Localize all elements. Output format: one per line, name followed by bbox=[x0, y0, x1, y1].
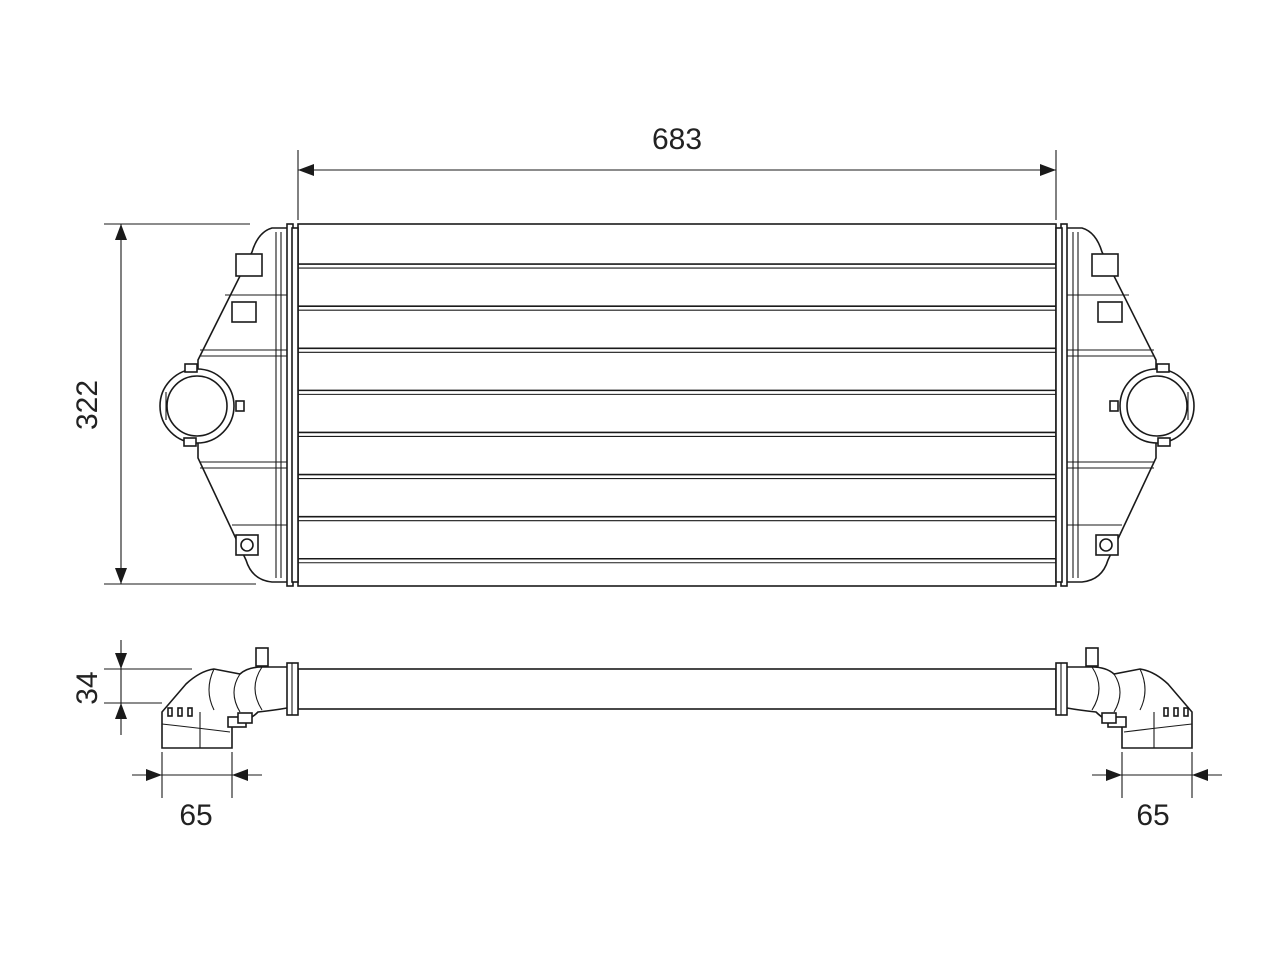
left-offset-dimension: 65 bbox=[132, 752, 262, 832]
left-side-plate-inner bbox=[291, 227, 299, 583]
right-bracket-hole bbox=[1099, 538, 1113, 552]
depth-dimension-label: 34 bbox=[71, 671, 104, 704]
front-view: 683 322 bbox=[71, 123, 1195, 587]
side-view: 34 65 65 bbox=[71, 640, 1222, 832]
left-mounting-bracket-bottom bbox=[235, 534, 259, 556]
right-side-plate-inner bbox=[1055, 227, 1063, 583]
width-dimension: 683 bbox=[297, 123, 1057, 220]
left-bracket-hole bbox=[240, 538, 254, 552]
right-tank-side bbox=[1066, 647, 1193, 749]
right-offset-dimension: 65 bbox=[1092, 752, 1222, 832]
left-offset-label: 65 bbox=[179, 799, 212, 832]
width-dimension-label: 683 bbox=[652, 123, 702, 156]
radiator-core bbox=[297, 223, 1057, 587]
depth-dimension: 34 bbox=[71, 640, 192, 735]
left-mounting-tab-top bbox=[235, 253, 263, 277]
height-dimension: 322 bbox=[71, 223, 256, 585]
height-dimension-label: 322 bbox=[71, 380, 104, 430]
left-mounting-slot bbox=[231, 301, 257, 323]
left-inlet-port bbox=[159, 363, 245, 447]
core-fins bbox=[298, 263, 1056, 564]
right-mounting-slot bbox=[1097, 301, 1123, 323]
right-mounting-tab-top bbox=[1091, 253, 1119, 277]
right-offset-label: 65 bbox=[1136, 799, 1169, 832]
left-end-tank bbox=[197, 227, 287, 583]
left-tank-side bbox=[161, 647, 288, 749]
right-outlet-port bbox=[1109, 363, 1195, 447]
core-side-profile bbox=[297, 668, 1057, 710]
